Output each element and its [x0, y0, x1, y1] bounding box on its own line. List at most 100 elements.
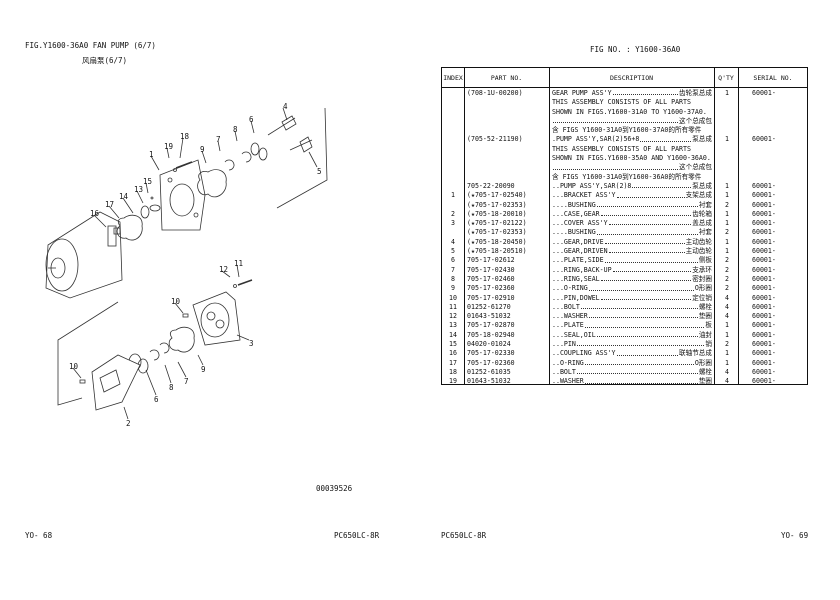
description-text: ..PUMP ASS'Y,SAR(2)8: [552, 181, 632, 190]
description-text: SHOWN IN FIGS.Y1600-31A0 TO Y1600-37A0.: [552, 107, 707, 116]
row-part-no: 705-17-02910: [467, 293, 515, 302]
row-index: 5: [451, 247, 455, 256]
row-qty: 4: [725, 302, 729, 311]
row-qty: 2: [725, 200, 729, 209]
exploded-view-diagram: [45, 107, 328, 420]
row-serial: 60001-: [752, 293, 776, 302]
description-text: THIS ASSEMBLY CONSISTS OF ALL PARTS: [552, 144, 691, 153]
description-text: ..COUPLING ASS'Y: [552, 349, 616, 358]
row-part-no: (★705-18-20450): [467, 237, 527, 246]
row-serial: 60001-: [752, 228, 776, 237]
description-cn: 盖总成: [692, 219, 712, 228]
row-part-no: 04020-01024: [467, 340, 511, 349]
description-cn: O形圈: [694, 358, 712, 367]
dotted-leader: [600, 294, 692, 300]
row-qty: 2: [725, 274, 729, 283]
row-serial: 60001-: [752, 321, 776, 330]
left-model: PC650LC-8R: [334, 531, 380, 540]
row-part-no: 01643-51032: [467, 312, 511, 321]
description-cn: 板: [705, 321, 712, 330]
row-part-no: 705-17-02612: [467, 256, 515, 265]
callout-label: 5: [317, 167, 322, 176]
description-cn: 衬套: [698, 228, 712, 237]
dotted-leader: [616, 349, 679, 356]
row-index: 2: [451, 209, 455, 218]
description-text: ...PLATE: [552, 321, 584, 330]
description-cn: 齿轮泵总成: [679, 89, 712, 97]
description-cn: 油封: [698, 330, 712, 339]
dotted-leader: [608, 219, 692, 226]
row-qty: 1: [725, 330, 729, 339]
row-serial: 60001-: [752, 247, 776, 256]
row-part-no: (★705-18-20510): [467, 247, 527, 256]
row-description: SHOWN IN FIGS.Y1600-31A0 TO Y1600-37A0.: [552, 108, 712, 117]
dotted-leader: [576, 340, 705, 347]
description-text: ...PIN: [552, 340, 576, 349]
description-cn: 定位销: [692, 293, 712, 302]
row-index: 14: [449, 330, 457, 339]
description-text: .PUMP ASS'Y,SAR(2)56+8: [552, 135, 640, 144]
row-description: 这个总成包: [552, 117, 712, 126]
row-description: ....BUSHING 衬套: [552, 228, 712, 237]
callout-label: 6: [154, 395, 159, 404]
dotted-leader: [584, 359, 694, 365]
description-cn: 支承环: [692, 265, 712, 274]
callout-label: 12: [219, 265, 229, 274]
row-qty: 4: [725, 377, 729, 386]
row-serial: 60001-: [752, 330, 776, 339]
dotted-leader: [596, 331, 698, 338]
dotted-leader: [580, 303, 698, 310]
description-text: ...O-RING: [552, 284, 588, 293]
description-text: ....BUSHING: [552, 200, 596, 209]
description-cn: 垫圈: [698, 377, 712, 386]
row-description: ...O-RING O形圈: [552, 284, 712, 293]
row-serial: 60001-: [752, 302, 776, 311]
callout-label: 7: [184, 377, 189, 386]
header-part-no: PART NO.: [490, 74, 523, 82]
callout-label: 14: [119, 192, 129, 201]
description-cn: 支架总成: [685, 191, 712, 200]
row-serial: 60001-: [752, 312, 776, 321]
row-index: 12: [449, 312, 457, 321]
dotted-leader: [616, 191, 685, 198]
row-description: ...BRACKET ASS'Y 支架总成: [552, 191, 712, 200]
description-text: ...BOLT: [552, 302, 580, 311]
row-qty: 1: [725, 209, 729, 218]
row-qty: 2: [725, 284, 729, 293]
row-description: SHOWN IN FIGS.Y1600-35A0 AND Y1600-36A0.: [552, 154, 712, 163]
row-index: 17: [449, 358, 457, 367]
row-part-no: (★705-17-02540): [467, 191, 527, 200]
row-serial: 60001-: [752, 181, 776, 190]
description-text: ...SEAL,OIL: [552, 330, 596, 339]
row-part-no: 705-17-02870: [467, 321, 515, 330]
row-qty: 1: [725, 191, 729, 200]
row-serial: 60001-: [752, 237, 776, 246]
description-text: ..WASHER: [552, 377, 584, 386]
row-qty: 2: [725, 340, 729, 349]
description-text: ...GEAR,DRIVEN: [552, 247, 608, 256]
description-cn: O形圈: [694, 284, 712, 293]
row-serial: 60001-: [752, 367, 776, 376]
fig-no: FIG NO. : Y1600-36A0: [590, 45, 681, 54]
row-description: ..WASHER 垫圈: [552, 377, 712, 386]
dotted-leader: [584, 377, 698, 384]
row-description: 这个总成包: [552, 163, 712, 172]
dotted-leader: [632, 182, 692, 189]
description-text: ....BUSHING: [552, 228, 596, 237]
row-description: THIS ASSEMBLY CONSISTS OF ALL PARTS: [552, 145, 712, 154]
dotted-leader: [596, 201, 698, 207]
description-cn: 密封圈: [692, 274, 712, 283]
description-text: ...BRACKET ASS'Y: [552, 191, 616, 200]
